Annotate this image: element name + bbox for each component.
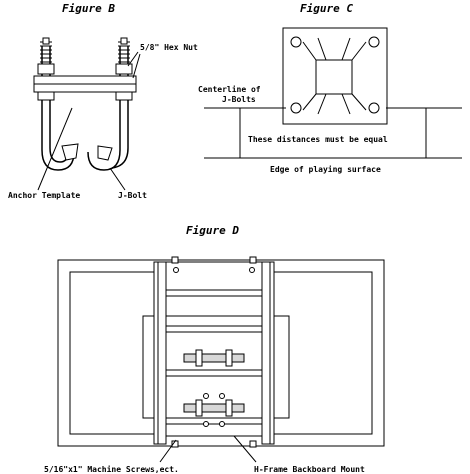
upper-bracket: [183, 353, 245, 363]
figure-d: Figure D: [44, 224, 385, 474]
figure-c-title: Figure C: [300, 2, 353, 15]
bolt-hole-tl: [290, 36, 302, 48]
h-frame-upright-right: [261, 261, 275, 445]
edge-label: Edge of playing surface: [270, 164, 381, 174]
h-frame-upright-left: [153, 261, 167, 445]
j-bolt-right: [87, 37, 130, 171]
bolt-hole-br: [368, 102, 380, 114]
lower-bracket: [183, 403, 245, 413]
rung-2: [165, 325, 263, 333]
hex-nut-left-top: [37, 63, 55, 75]
hex-nut-right-bottom: [115, 91, 133, 101]
rung-3: [165, 369, 263, 377]
machine-screws-label: 5/16"x1" Machine Screws,ect.: [44, 464, 179, 474]
figure-b: Figure B: [8, 2, 198, 200]
h-frame-mount-label: H-Frame Backboard Mount: [254, 465, 365, 474]
bolt-hole-bl: [290, 102, 302, 114]
bolt-hole-tr: [368, 36, 380, 48]
figure-c: Figure C Centerline of J-Bolts These dis…: [198, 2, 462, 174]
equal-distances-label: These distances must be equal: [248, 134, 388, 144]
figure-d-title: Figure D: [186, 224, 239, 237]
bottom-cross-member: [165, 423, 263, 437]
hex-nut-right-top: [115, 63, 133, 75]
centerline-label-2: J-Bolts: [222, 95, 256, 104]
j-bolt-label: J-Bolt: [118, 191, 147, 200]
centerline-label-1: Centerline of: [198, 84, 261, 94]
hex-nut-left-bottom: [37, 91, 55, 101]
top-cross-member: [165, 261, 263, 291]
center-post: [315, 59, 353, 95]
rung-1: [165, 289, 263, 297]
j-bolt-left: [40, 37, 79, 171]
figure-b-title: Figure B: [62, 2, 115, 15]
hex-nut-label: 5/8" Hex Nut: [140, 43, 198, 52]
anchor-template-label: Anchor Template: [8, 191, 80, 200]
